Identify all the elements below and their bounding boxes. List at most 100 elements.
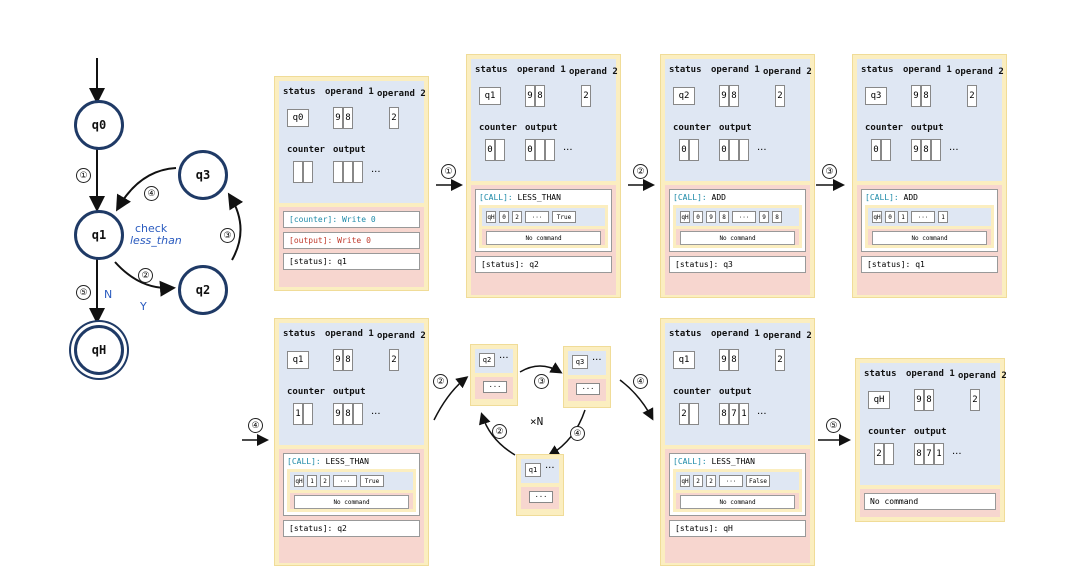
memory-panel: status operand 1 operand 2 q1 9 8 2 coun… [274,318,429,566]
command-area: No command [860,489,1000,517]
output-cell [353,403,363,425]
call-arg: qH [680,475,690,487]
no-command: No command [680,495,795,509]
call-keyword: [CALL]: [479,193,513,202]
step-5-marker: ⑤ [76,285,91,300]
output-cell: 0 [525,139,535,161]
call-arg: qH [680,211,690,223]
loop-status: q2 [479,353,495,367]
state-q3: q3 [178,150,228,200]
operand-digit: 8 [343,349,353,371]
output-cell [739,139,749,161]
output-ellipsis: ··· [952,449,962,460]
memory-panel: status operand 1 operand 2 q0 9 8 2 coun… [274,76,429,291]
operand-digit: 2 [389,349,399,371]
output-cell [535,139,545,161]
state-q1: q1 [74,210,124,260]
counter-cell [881,139,891,161]
operand-digit: 9 [719,349,729,371]
output-header: output [333,145,366,155]
step-marker: ② [633,164,648,179]
output-cell: 8 [343,403,353,425]
call-arg: ··· [525,211,549,223]
loop-cmd: ··· [483,381,507,393]
operand-digit: 8 [729,85,739,107]
call-arg: 9 [706,211,716,223]
operand-digit: 9 [719,85,729,107]
call-arg: 1 [898,211,908,223]
output-cell: 1 [934,443,944,465]
memory-panel: status operand 1 operand 2 qH 9 8 2 coun… [855,358,1007,522]
operand-digit: 9 [333,107,343,129]
call-arg: False [746,475,770,487]
operand-digit: 8 [924,389,934,411]
call-name: ADD [903,193,918,202]
output-cell [729,139,739,161]
no-command: No command [294,495,409,509]
call-arg: True [552,211,576,223]
loop-dots: ··· [545,463,555,474]
status-prefix: [status]: [289,257,333,266]
status-value: q2 [529,260,539,269]
status-cell: q2 [673,87,695,105]
memory-area: status operand 1 operand 2 q1 9 8 2 coun… [665,323,812,445]
counter-header: counter [673,123,711,133]
operand1-header: operand 1 [711,65,760,75]
step-marker: ② [433,374,448,389]
counter-cell [303,403,313,425]
status-cmd: [status]: q2 [283,520,420,537]
call-arg: ··· [333,475,357,487]
call-keyword: [CALL]: [673,457,707,466]
memory-panel: status operand 1 operand 2 q1 9 8 2 coun… [660,318,815,566]
output-cell: 1 [739,403,749,425]
call-name: LESS_THAN [517,193,561,202]
call-arg: 0 [693,211,703,223]
call-keyword: [CALL]: [865,193,899,202]
output-ellipsis: ··· [757,409,767,420]
output-cell [333,161,343,183]
operand-digit: 8 [921,85,931,107]
counter-header: counter [287,387,325,397]
no-command: No command [486,231,601,245]
counter-header: counter [287,145,325,155]
call-arg: 0 [885,211,895,223]
state-qh: qH [74,325,124,375]
state-machine: q0 q1 q2 q3 qH ① ② ③ ④ ⑤ check less_than… [0,0,260,581]
call-arg: 2 [320,475,330,487]
memory-panel: status operand 1 operand 2 q2 9 8 2 coun… [660,54,815,298]
step-3-marker: ③ [220,228,235,243]
counter-header: counter [479,123,517,133]
counter-cell: 2 [679,403,689,425]
operand2-header: operand 2 [569,67,618,77]
output-cell: 8 [719,403,729,425]
counter-cell [884,443,894,465]
operand-digit: 2 [389,107,399,129]
counter-cell: 2 [874,443,884,465]
no-command: No command [872,231,987,245]
output-cell [343,161,353,183]
status-header: status [669,65,702,75]
step-marker: ④ [633,374,648,389]
status-value: q3 [723,260,733,269]
memory-area: status operand 1 operand 2 q1 9 8 2 coun… [471,59,618,181]
counter-cell [689,403,699,425]
step-4-marker: ④ [144,186,159,201]
call-arg: 1 [938,211,948,223]
loop-panel-q3: q3··· ··· [563,346,611,408]
status-cmd: [status]: qH [669,520,806,537]
status-cell: q3 [865,87,887,105]
operand-digit: 2 [970,389,980,411]
output-cell [353,161,363,183]
step-marker: ⑤ [826,418,841,433]
output-cell: 8 [914,443,924,465]
status-header: status [283,87,316,97]
call-arg: 0 [499,211,509,223]
operand2-header: operand 2 [955,67,1004,77]
output-cell: 7 [729,403,739,425]
loop-cmd: ··· [576,383,600,395]
status-cell: qH [868,391,890,409]
command-area: [counter]: Write 0 [output]: Write 0 [st… [279,207,424,287]
